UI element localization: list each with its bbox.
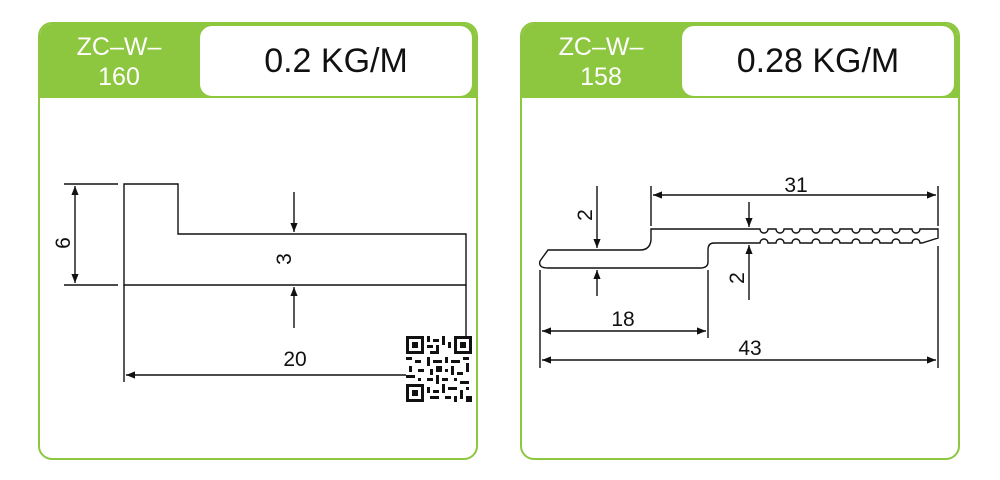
weight-label: 0.28 KG/M (682, 26, 954, 96)
product-code: ZC–W– 160 (40, 26, 198, 98)
dim-height-value: 6 (52, 237, 75, 249)
dim-serrated-value: 31 (784, 174, 807, 197)
product-code-line2: 160 (98, 63, 140, 91)
profile-card-158: ZC–W– 158 0.28 KG/M (520, 22, 960, 460)
card-header: ZC–W– 160 0.2 KG/M (40, 24, 476, 98)
dim-width-value: 20 (283, 348, 306, 371)
dim-step-value: 3 (273, 253, 296, 265)
card-header: ZC–W– 158 0.28 KG/M (522, 24, 958, 98)
product-code-line2: 158 (580, 63, 622, 91)
product-code-line1: ZC–W– (558, 33, 644, 61)
profile-158-outline (538, 228, 939, 269)
product-code: ZC–W– 158 (522, 26, 680, 98)
dim-right-thickness-value: 2 (726, 272, 749, 284)
weight-label: 0.2 KG/M (200, 26, 472, 96)
qr-code-icon (406, 336, 472, 402)
dim-left-thickness-value: 2 (574, 209, 597, 221)
profile-160-outline (123, 183, 467, 286)
product-code-line1: ZC–W– (76, 33, 162, 61)
dim-total-length-value: 43 (738, 337, 761, 360)
dim-lower-length-value: 18 (611, 308, 634, 331)
profile-card-160: ZC–W– 160 0.2 KG/M (38, 22, 478, 460)
profile-158-drawing (538, 186, 939, 368)
